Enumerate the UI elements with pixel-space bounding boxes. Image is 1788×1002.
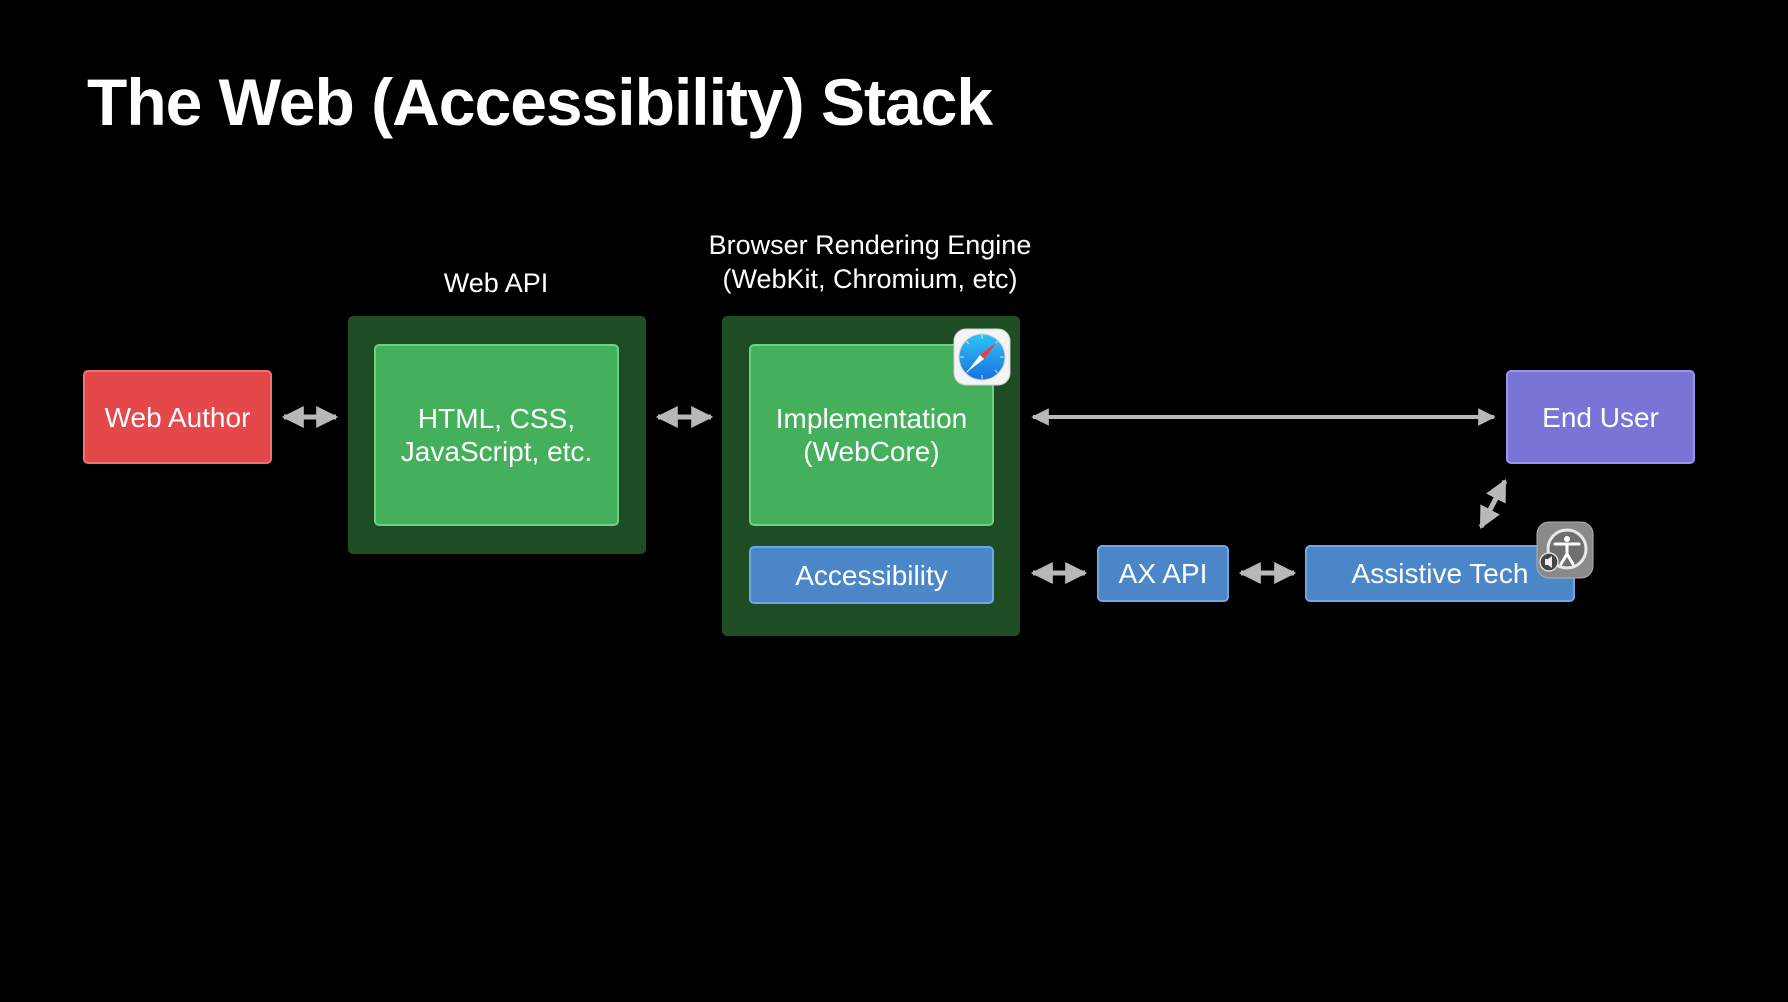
accessibility-person-icon bbox=[1536, 521, 1594, 579]
end-user-label: End User bbox=[1542, 401, 1659, 433]
engine-caption-line2: (WebKit, Chromium, etc) bbox=[722, 264, 1018, 294]
html-css-line1: HTML, CSS, bbox=[417, 403, 576, 434]
ax-api-label: AX API bbox=[1118, 558, 1208, 589]
ax-api-box: AX API bbox=[1097, 545, 1229, 602]
web-author-box: Web Author bbox=[83, 370, 272, 464]
implementation-line1: Implementation bbox=[775, 403, 968, 434]
end-user-box: End User bbox=[1506, 370, 1695, 464]
safari-compass-icon bbox=[953, 328, 1011, 386]
engine-caption: Browser Rendering Engine (WebKit, Chromi… bbox=[680, 228, 1060, 296]
implementation-line2: (WebCore) bbox=[803, 436, 940, 467]
accessibility-box: Accessibility bbox=[749, 546, 994, 604]
implementation-box: Implementation (WebCore) bbox=[749, 344, 994, 526]
assistive-tech-label: Assistive Tech bbox=[1351, 558, 1529, 589]
slide-title: The Web (Accessibility) Stack bbox=[87, 65, 993, 139]
html-css-box: HTML, CSS, JavaScript, etc. bbox=[374, 344, 619, 526]
engine-caption-line1: Browser Rendering Engine bbox=[708, 230, 1032, 260]
web-author-label: Web Author bbox=[104, 401, 251, 433]
web-api-caption: Web API bbox=[443, 268, 549, 298]
accessibility-label: Accessibility bbox=[795, 559, 948, 591]
assistive-tech-box: Assistive Tech bbox=[1305, 545, 1575, 602]
html-css-line2: JavaScript, etc. bbox=[400, 436, 593, 467]
arrow-assistive-enduser bbox=[1478, 479, 1508, 529]
